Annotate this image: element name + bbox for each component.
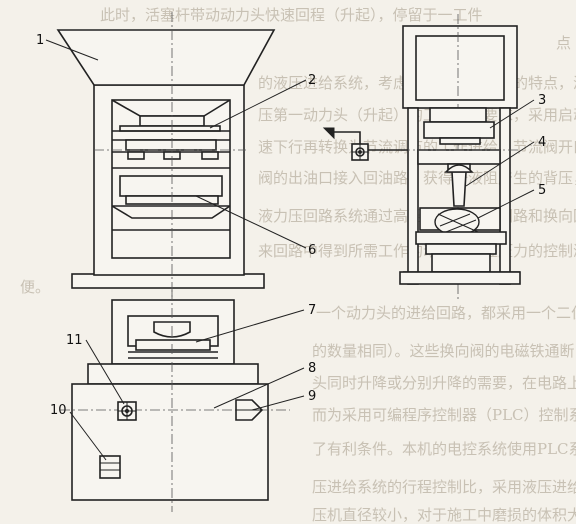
ram-block bbox=[423, 121, 495, 139]
bg-line: 压进给系统的行程控制比，采用液压进给系统的整机。 bbox=[312, 478, 576, 496]
label-5: 5 bbox=[538, 183, 546, 198]
bg-line: 此时，活塞杆带动动力头快速回程（升起），停留于一工件 bbox=[100, 6, 483, 24]
side-left-column bbox=[407, 107, 419, 285]
workpiece-round bbox=[434, 208, 480, 236]
side-top-box bbox=[402, 25, 518, 109]
front-view bbox=[45, 12, 307, 298]
label-2: 2 bbox=[308, 73, 316, 88]
punch-post bbox=[451, 171, 467, 207]
bg-line: 头同时升降或分别升降的需要，在电路上，由于液压装置换向 bbox=[312, 374, 576, 392]
label-8: 8 bbox=[308, 361, 316, 376]
bg-line: 的数量相同）。这些换向阀的电磁铁通断电由电气控制，又可 bbox=[312, 342, 576, 360]
label-6: 6 bbox=[308, 243, 316, 258]
bg-line: 而为采用可编程序控制器（PLC）控制系统进行程序控制与操 bbox=[312, 406, 576, 424]
control-lever bbox=[328, 131, 408, 151]
side-base bbox=[399, 271, 521, 285]
label-1: 1 bbox=[36, 33, 44, 48]
bg-line: 一个动力头的进给回路，都采用一个二位四通电磁阀控制 bbox=[316, 304, 576, 322]
bg-line: 了有利条件。本机的电控系统使用PLC系统。 bbox=[312, 440, 576, 458]
bg-line: 压机直径较小，对于施工中磨损的体积大大而减小动力 bbox=[312, 506, 576, 524]
label-3: 3 bbox=[538, 93, 546, 108]
front-inner-window bbox=[111, 99, 231, 259]
front-base-plate bbox=[71, 273, 265, 289]
label-10: 10 bbox=[50, 403, 67, 418]
bg-line: 便。 bbox=[20, 278, 51, 296]
side-right-column bbox=[499, 107, 511, 285]
label-4: 4 bbox=[538, 135, 546, 150]
lower-bolster bbox=[415, 231, 507, 245]
label-7: 7 bbox=[308, 303, 316, 318]
lower-die bbox=[119, 175, 223, 197]
front-hopper-top bbox=[56, 29, 276, 86]
upper-slide bbox=[125, 139, 217, 151]
side-slide bbox=[417, 149, 501, 165]
side-view bbox=[322, 14, 535, 300]
label-11: 11 bbox=[66, 333, 83, 348]
bg-line: 点 bbox=[556, 34, 572, 52]
plan-view bbox=[60, 290, 305, 512]
label-9: 9 bbox=[308, 389, 316, 404]
plan-switch-panel bbox=[99, 455, 121, 479]
